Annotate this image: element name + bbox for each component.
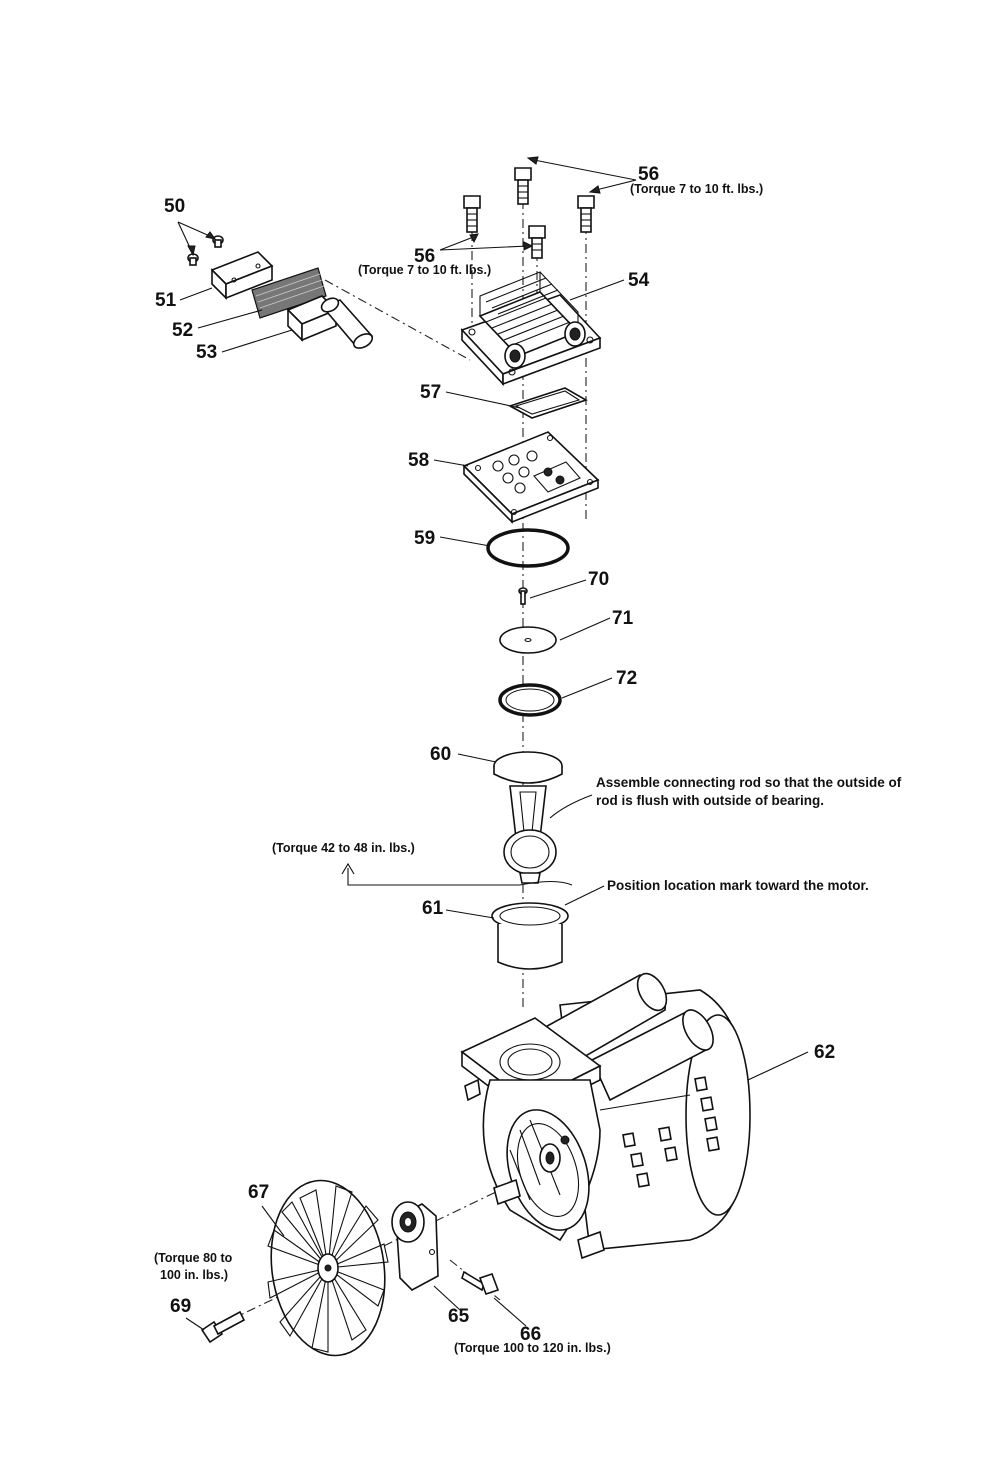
note-assemble-line-2: rod is flush with outside of bearing. <box>596 793 824 808</box>
note-position-mark: Position location mark toward the motor. <box>607 878 869 893</box>
callout-70: 70 <box>588 569 609 590</box>
bearing-61 <box>491 902 569 970</box>
filter-cover-51 <box>210 251 274 300</box>
callout-51: 51 <box>155 290 177 311</box>
bolt-56-right <box>577 195 595 233</box>
motor-62 <box>460 972 751 1260</box>
bolt-56-top <box>514 167 532 205</box>
callout-61: 61 <box>422 898 444 919</box>
note-torque-69-line-2: 100 in. lbs.) <box>160 1268 228 1282</box>
callout-66: 66 <box>520 1324 541 1345</box>
callout-62: 62 <box>814 1042 835 1063</box>
fan-67 <box>267 1179 389 1357</box>
callout-65: 65 <box>448 1306 470 1327</box>
callout-67: 67 <box>248 1182 269 1203</box>
gasket-57 <box>507 387 588 419</box>
screw-70 <box>518 587 528 605</box>
valve-plate-58 <box>462 431 600 524</box>
callout-71: 71 <box>612 608 634 629</box>
bolt-69 <box>200 1310 246 1344</box>
connecting-rod-60 <box>493 751 563 884</box>
filter-element-52 <box>251 267 327 319</box>
callout-56-left: 56 <box>414 246 435 267</box>
note-torque-69-line-1: (Torque 80 to <box>154 1251 233 1265</box>
bolt-56-left <box>463 195 481 233</box>
note-torque-56-right: (Torque 7 to 10 ft. lbs.) <box>630 182 763 196</box>
leader-lines <box>177 156 809 1331</box>
retainer-71 <box>499 626 557 654</box>
callout-56-right: 56 <box>638 164 659 185</box>
note-torque-66: (Torque 100 to 120 in. lbs.) <box>454 1341 611 1355</box>
eccentric-65 <box>391 1201 439 1291</box>
cup-72 <box>498 683 562 717</box>
note-torque-rod: (Torque 42 to 48 in. lbs.) <box>272 841 415 855</box>
bolt-56-middle <box>528 225 546 259</box>
callout-50: 50 <box>164 196 185 217</box>
note-assemble-line-1: Assemble connecting rod so that the outs… <box>596 775 902 790</box>
callout-69: 69 <box>170 1296 191 1317</box>
screws-50 <box>187 235 224 266</box>
bolt-66 <box>461 1270 500 1296</box>
callout-72: 72 <box>616 668 637 689</box>
callout-54: 54 <box>628 270 650 291</box>
o-ring-59 <box>486 528 570 568</box>
callout-57: 57 <box>420 382 441 403</box>
intake-housing-53 <box>286 295 374 349</box>
callout-59: 59 <box>414 528 435 549</box>
callout-numbers: 50 51 52 53 54 56 56 57 58 59 70 71 72 6… <box>155 164 835 1345</box>
cylinder-head-54 <box>460 271 602 387</box>
note-torque-56-left: (Torque 7 to 10 ft. lbs.) <box>358 263 491 277</box>
callout-53: 53 <box>196 342 217 363</box>
callout-52: 52 <box>172 320 193 341</box>
annotation-notes: (Torque 7 to 10 ft. lbs.) (Torque 7 to 1… <box>154 182 902 1355</box>
callout-60: 60 <box>430 744 451 765</box>
callout-58: 58 <box>408 450 429 471</box>
